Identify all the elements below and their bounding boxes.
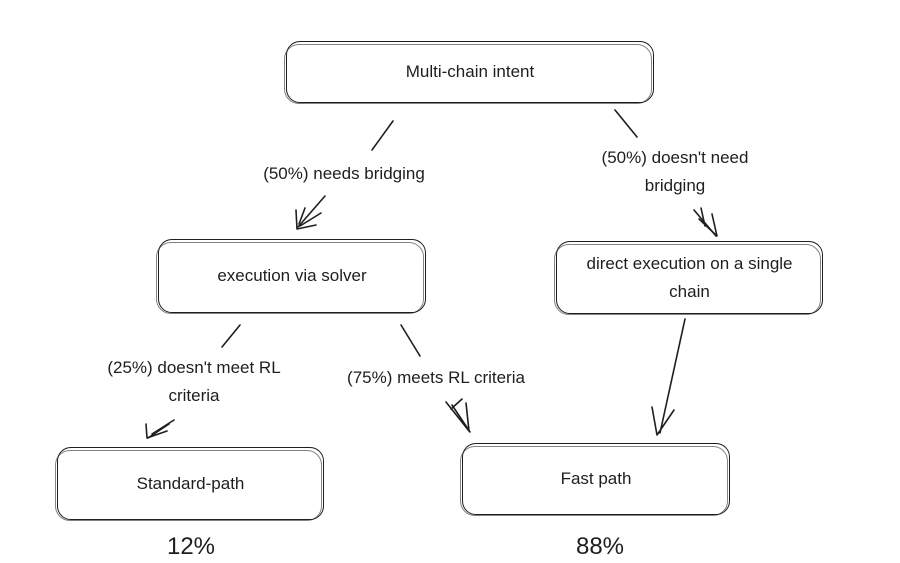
edge-line-solver-to-fast-upper: [400, 324, 421, 357]
node-standard-path-label: Standard-path: [136, 473, 245, 493]
node-execution-via-solver-label: execution via solver: [217, 266, 367, 285]
edge-label-no-bridging-line2: bridging: [644, 176, 706, 195]
edge-line-solver-to-standard-upper: [221, 324, 241, 348]
arrowhead-solver: [295, 207, 322, 230]
edge-label-no-bridging: (50%) doesn't need bridging: [560, 144, 790, 200]
node-standard-path: Standard-path: [55, 447, 324, 521]
edge-label-needs-bridging: (50%) needs bridging: [263, 164, 425, 183]
edge-label-no-bridging-line1: (50%) doesn't need: [601, 148, 749, 167]
node-direct-execution-label-line1: direct execution on a single: [586, 253, 793, 273]
node-execution-via-solver: execution via solver: [156, 239, 426, 314]
node-multi-chain-intent-label: Multi-chain intent: [405, 62, 535, 81]
fast-path-percentage: 88%: [575, 533, 625, 560]
node-multi-chain-intent: Multi-chain intent: [284, 41, 654, 104]
arrowhead-fast-right: [651, 406, 675, 436]
edge-line-root-to-solver-upper: [371, 120, 394, 151]
node-direct-execution: direct execution on a single chain: [554, 241, 823, 315]
standard-path-percentage: 12%: [166, 533, 216, 560]
edge-label-not-meet-rl-line2: criteria: [168, 386, 220, 405]
edge-label-meets-rl: (75%) meets RL criteria: [347, 368, 525, 387]
edge-label-not-meet-rl: (25%) doesn't meet RL criteria: [70, 354, 318, 410]
edge-line-direct-to-fast: [659, 318, 686, 434]
node-fast-path-label: Fast path: [560, 469, 632, 488]
node-fast-path: Fast path: [460, 443, 730, 516]
edge-line-root-to-solver-lower: [297, 195, 326, 228]
arrowhead-standard: [145, 419, 175, 439]
edge-label-not-meet-rl-line1: (25%) doesn't meet RL: [107, 358, 281, 377]
arrowhead-fast-left: [445, 398, 470, 432]
arrowhead-direct: [698, 207, 718, 237]
edge-line-root-to-direct-upper: [614, 109, 638, 138]
node-direct-execution-label-line2: chain: [669, 281, 710, 301]
